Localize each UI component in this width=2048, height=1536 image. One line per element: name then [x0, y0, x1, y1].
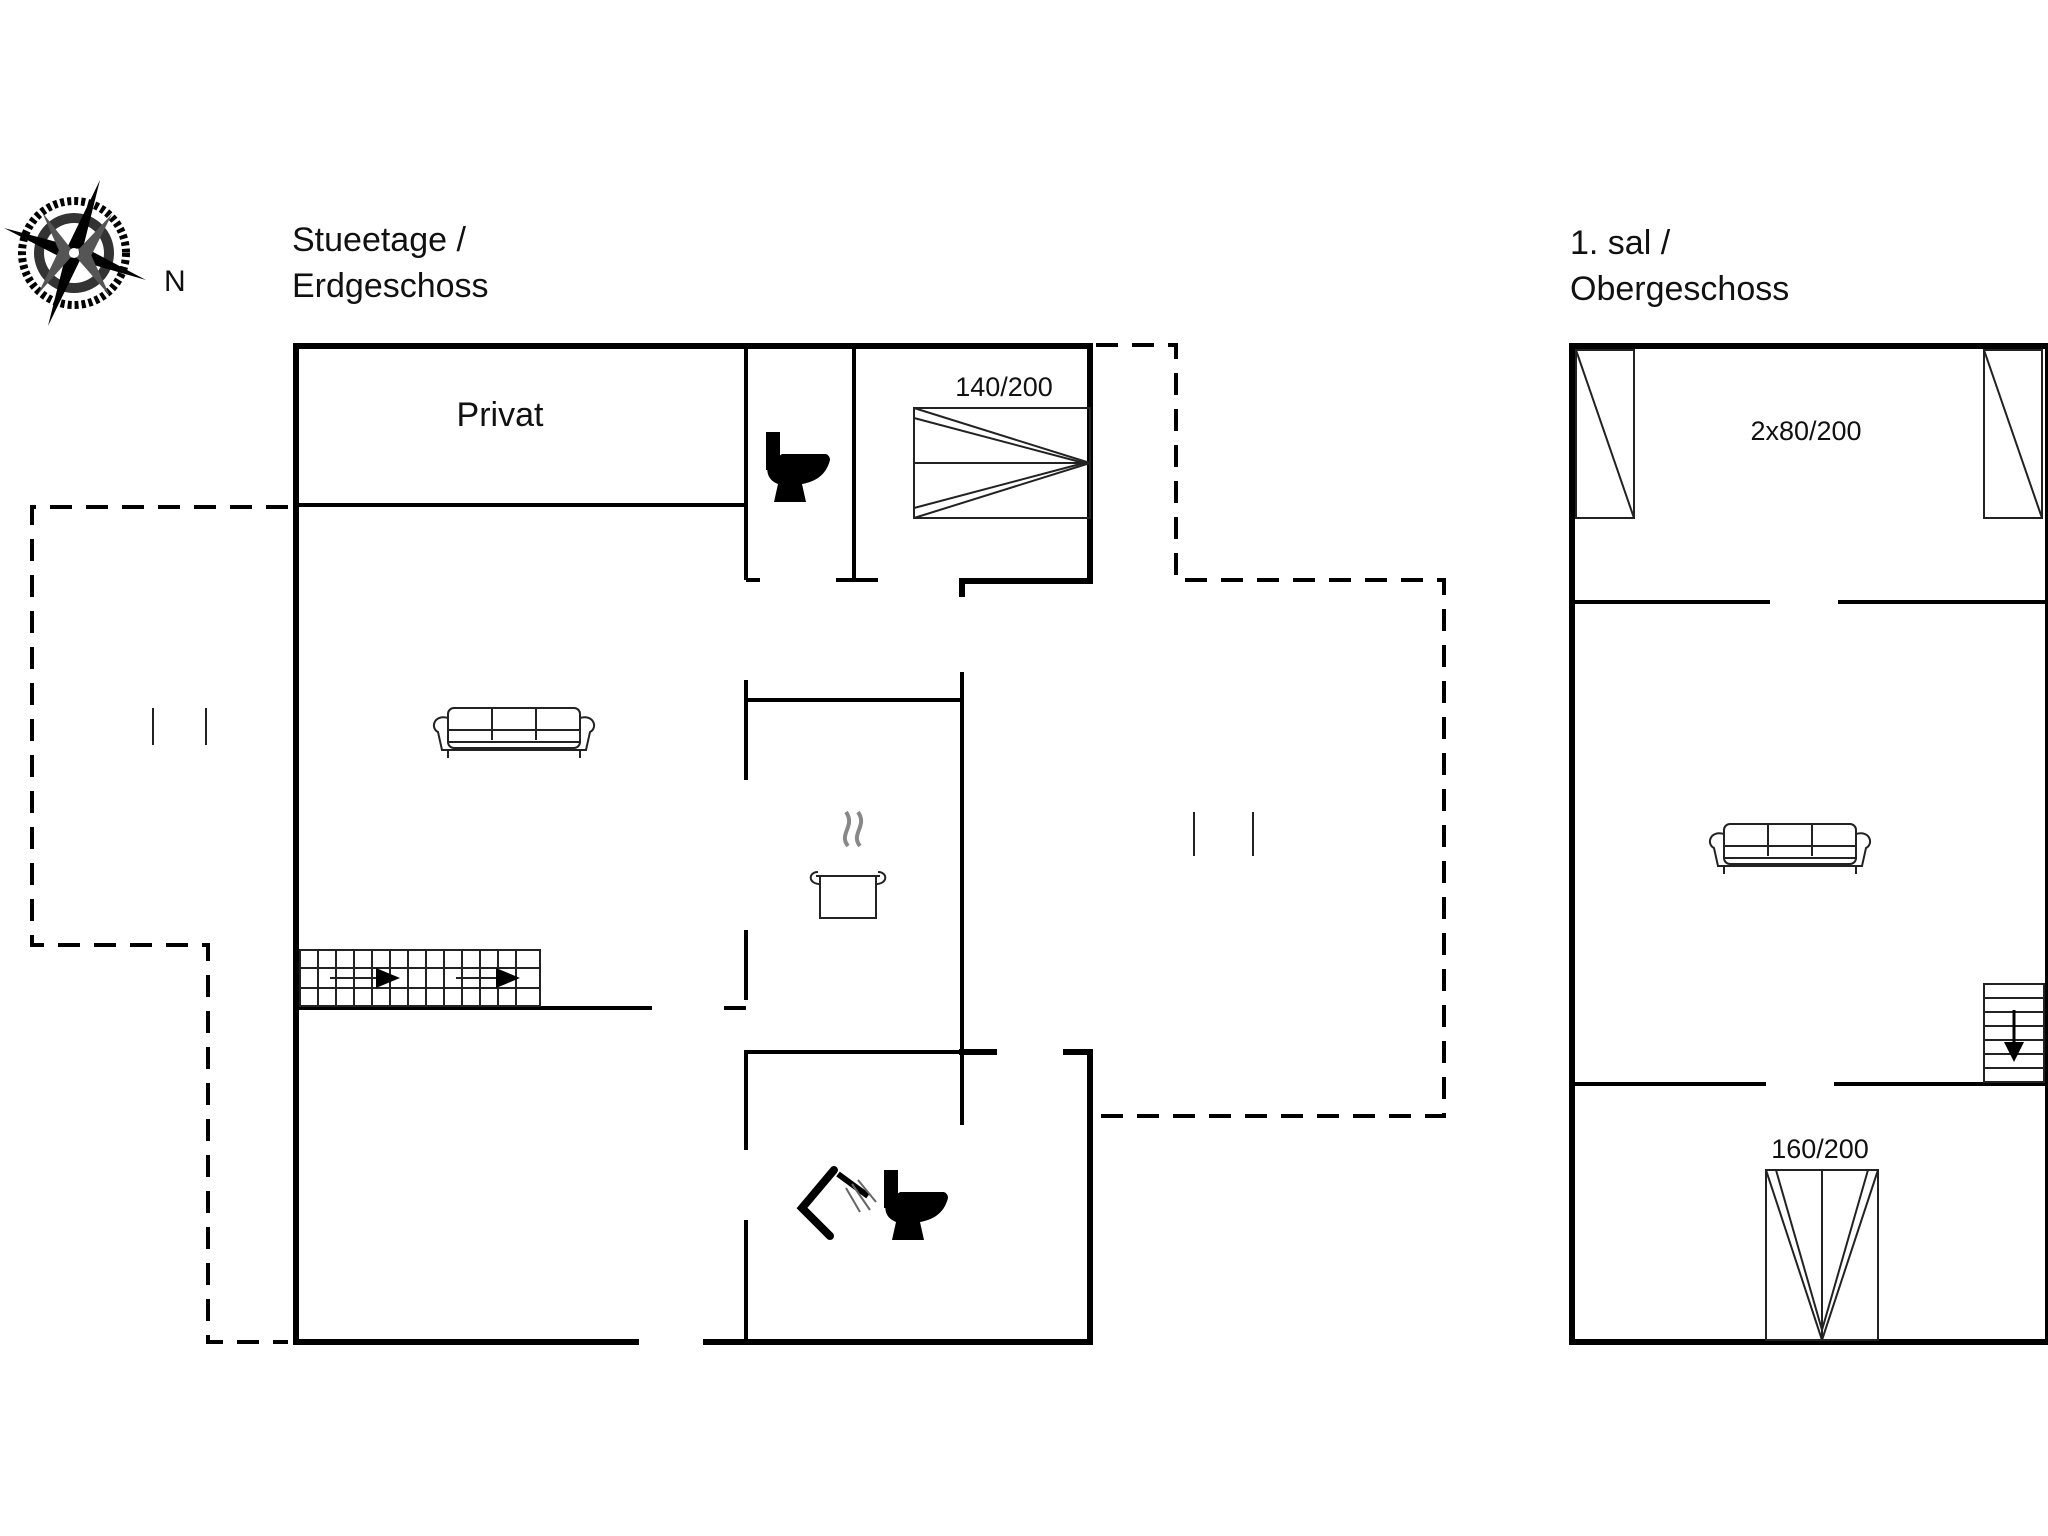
cooking-pot-icon — [809, 810, 887, 919]
bed-size-label-160: 160/200 — [1771, 1134, 1869, 1164]
sofa-icon — [1708, 823, 1872, 874]
ground-floor-walls — [293, 343, 1093, 1345]
upper-floor-walls — [1569, 343, 2048, 1345]
room-label-private: Privat — [457, 396, 544, 434]
sofa-icon — [432, 707, 596, 758]
double-bed-icon — [913, 407, 1091, 519]
staircase-icon — [1983, 983, 2045, 1083]
bed-size-label-2x80: 2x80/200 — [1750, 416, 1861, 446]
toilet-icon — [766, 432, 831, 502]
single-bed-icon — [1575, 349, 1635, 519]
staircase-icon — [299, 949, 541, 1007]
single-bed-icon — [1983, 349, 2043, 519]
ground-floor-title-line1: Stueetage / — [292, 221, 466, 259]
upper-floor-title-line1: 1. sal / — [1570, 224, 1671, 262]
terrace-east — [1096, 343, 1446, 1118]
ground-floor-title-line2: Erdgeschoss — [292, 267, 489, 305]
upper-floor-title-line2: Obergeschoss — [1570, 270, 1789, 308]
bed-size-label-140: 140/200 — [955, 372, 1053, 402]
double-bed-icon — [1765, 1169, 1879, 1341]
shower-icon — [796, 1166, 877, 1240]
compass-rose-icon — [4, 180, 146, 326]
north-label: N — [164, 265, 186, 298]
terrace-west — [30, 505, 288, 1344]
toilet-icon — [884, 1170, 949, 1240]
